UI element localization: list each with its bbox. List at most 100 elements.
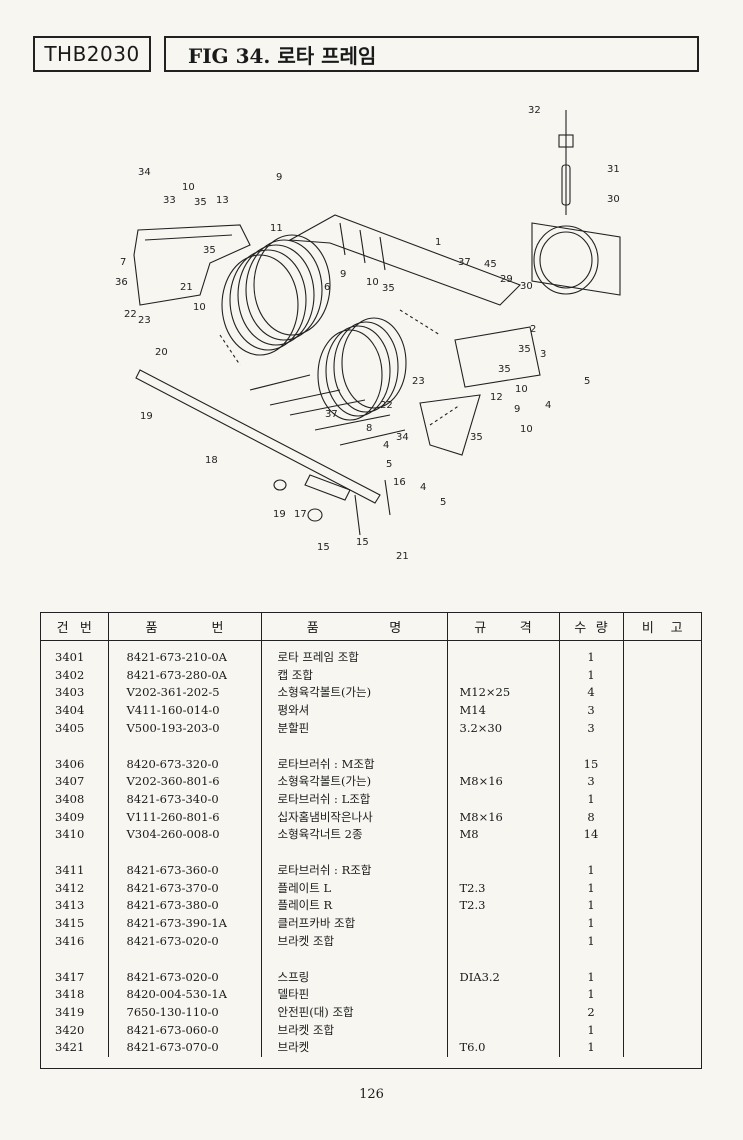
table-spacer-row [41,640,701,649]
table-cell [261,950,448,969]
cell-spec [447,915,560,933]
callout-34d: 35 [518,344,531,355]
cell-name: 십자홈냄비작은나사 [261,808,448,827]
callout-16: 15 [356,537,369,548]
cell-name: 소형육각볼트(가는) [261,773,448,791]
cell-no: 3416 [41,932,109,951]
cell-no: 3409 [41,808,109,827]
table-cell [41,844,109,863]
figure-title: FIG 34. 로타 프레임 [164,36,699,72]
cell-part-no: V411-160-014-0 [108,702,262,720]
callout-10: 10 [182,182,195,193]
cell-remark [623,1004,701,1022]
table-cell [108,844,262,863]
callout-3: 3 [540,349,546,360]
callout-34e: 35 [498,364,511,375]
cell-part-no: V304-260-008-0 [108,826,262,845]
cell-no: 3402 [41,666,109,685]
cell-spec: T6.0 [447,1039,560,1058]
cell-part-no: 8421-673-210-0A [108,649,262,667]
callout-9c: 9 [514,404,520,415]
cell-remark [623,756,701,774]
cell-part-no: 8421-673-280-0A [108,666,262,685]
exploded-parts-diagram: 32 31 30 34 10 35 33 13 9 11 35 7 36 21 … [100,95,660,575]
table-cell [41,737,109,756]
cell-qty: 1 [559,915,624,933]
cell-name: 소형육각너트 2종 [261,826,448,845]
callout-27: 31 [607,164,620,175]
cell-spec [447,986,560,1004]
cell-spec: M8×16 [447,773,560,791]
table-cell [108,950,262,969]
cell-qty: 14 [559,826,624,845]
cell-spec: M12×25 [447,684,560,703]
cell-part-no: 8421-673-370-0 [108,879,262,898]
callout-22b: 21 [396,551,409,562]
cell-spec [447,862,560,880]
cell-part-no: V202-360-801-6 [108,773,262,791]
callout-34b: 35 [203,245,216,256]
cell-remark [623,702,701,720]
cell-remark [623,791,701,809]
table-cell [559,737,624,756]
table-spacer-row [41,844,701,863]
table-cell [41,640,109,649]
cell-no: 3401 [41,649,109,667]
callout-13: 13 [216,195,229,206]
cell-qty: 1 [559,666,624,685]
cell-remark [623,826,701,844]
cell-spec [447,649,560,667]
cell-name: 플레이트 R [261,897,448,916]
cell-spec: T2.3 [447,879,560,898]
cell-no: 3410 [41,826,109,845]
model-label: THB2030 [33,36,151,72]
cell-qty: 1 [559,649,624,667]
callout-20: 17 [294,509,307,520]
cell-part-no: V202-361-202-5 [108,684,262,703]
cell-name: 분할핀 [261,719,448,738]
cell-name: 로타브러쉬 : M조합 [261,755,448,774]
cell-name: 안전핀(대) 조합 [261,1003,448,1022]
callout-30: 30 [520,281,533,292]
callout-9b: 9 [340,269,346,280]
cell-no: 3420 [41,1021,109,1040]
callout-5: 5 [584,376,590,387]
cell-remark [623,809,701,827]
callout-24: 22 [124,309,137,320]
cell-no: 3419 [41,1003,109,1022]
cell-qty: 1 [559,986,624,1004]
table-cell [559,640,624,649]
cell-no: 3418 [41,986,109,1004]
cell-qty: 3 [559,773,624,791]
cell-part-no: 8421-673-060-0 [108,1021,262,1040]
cell-no: 3413 [41,897,109,916]
callout-19b: 19 [273,509,286,520]
cell-name: 브라켓 조합 [261,932,448,951]
callout-5b: 5 [386,459,392,470]
cell-no: 3406 [41,755,109,774]
table-cell [623,738,701,756]
cell-spec: T2.3 [447,897,560,916]
callout-23: 23 [138,315,151,326]
callout-26: 30 [607,194,620,205]
callout-8: 8 [366,423,372,434]
callout-7: 7 [120,257,126,268]
cell-part-no: 8421-673-390-1A [108,915,262,933]
cell-part-no: 8421-673-360-0 [108,862,262,880]
table-cell [559,950,624,969]
rotor-frame-illustration: 32 31 30 34 10 35 33 13 9 11 35 7 36 21 … [115,105,621,562]
table-cell [41,950,109,969]
cell-part-no: V111-260-801-6 [108,808,262,827]
cell-qty: 1 [559,897,624,916]
